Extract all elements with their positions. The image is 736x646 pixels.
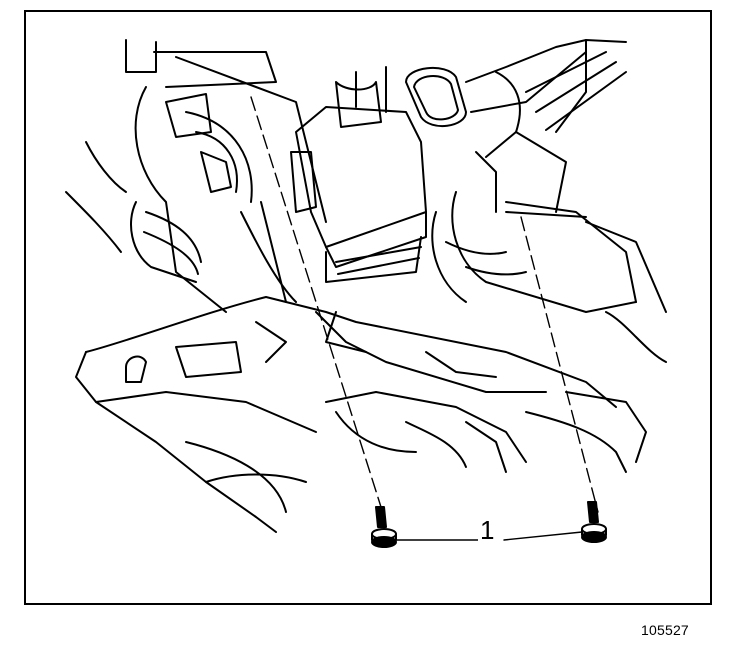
- bolt-left: [371, 506, 397, 548]
- callout-leader: [396, 531, 583, 541]
- fastener-leader-lines: [250, 96, 599, 513]
- lower-splash-shield: [75, 296, 647, 533]
- upper-right-bracket: [405, 39, 627, 213]
- right-body-panel: [431, 191, 667, 363]
- center-module: [240, 66, 427, 303]
- figure-number: 105527: [641, 622, 689, 638]
- callout-number-1: 1: [478, 515, 497, 545]
- intake-hose-assembly: [65, 39, 327, 313]
- bolt-right: [581, 501, 607, 543]
- illustration-frame: [24, 10, 712, 605]
- engine-compartment-underside-illustration: [65, 39, 667, 548]
